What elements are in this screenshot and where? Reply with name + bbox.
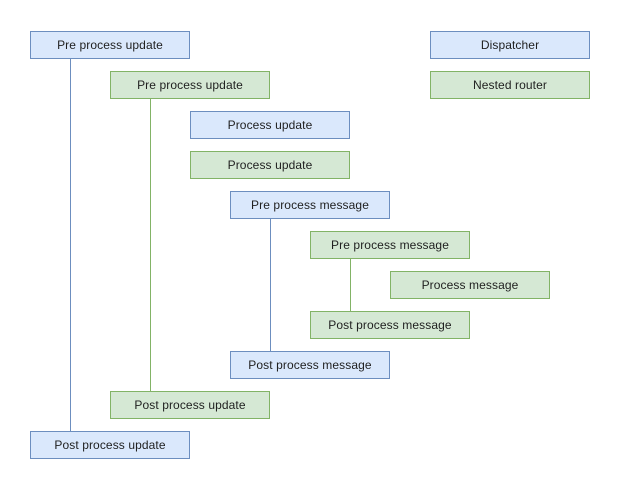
node-pre-process-update-dispatcher[interactable]: Pre process update	[30, 31, 190, 59]
node-post-process-message-dispatcher[interactable]: Post process message	[230, 351, 390, 379]
node-post-process-message-router[interactable]: Post process message	[310, 311, 470, 339]
node-process-update-dispatcher[interactable]: Process update	[190, 111, 350, 139]
legend-nested-router[interactable]: Nested router	[430, 71, 590, 99]
connector-line	[70, 59, 71, 431]
connector-line	[350, 259, 351, 311]
node-process-update-router[interactable]: Process update	[190, 151, 350, 179]
node-pre-process-message-router[interactable]: Pre process message	[310, 231, 470, 259]
node-post-process-update-dispatcher[interactable]: Post process update	[30, 431, 190, 459]
legend-dispatcher[interactable]: Dispatcher	[430, 31, 590, 59]
connector-line	[270, 219, 271, 351]
node-post-process-update-router[interactable]: Post process update	[110, 391, 270, 419]
connector-line	[150, 99, 151, 391]
node-pre-process-message-dispatcher[interactable]: Pre process message	[230, 191, 390, 219]
node-pre-process-update-router[interactable]: Pre process update	[110, 71, 270, 99]
node-process-message-router[interactable]: Process message	[390, 271, 550, 299]
